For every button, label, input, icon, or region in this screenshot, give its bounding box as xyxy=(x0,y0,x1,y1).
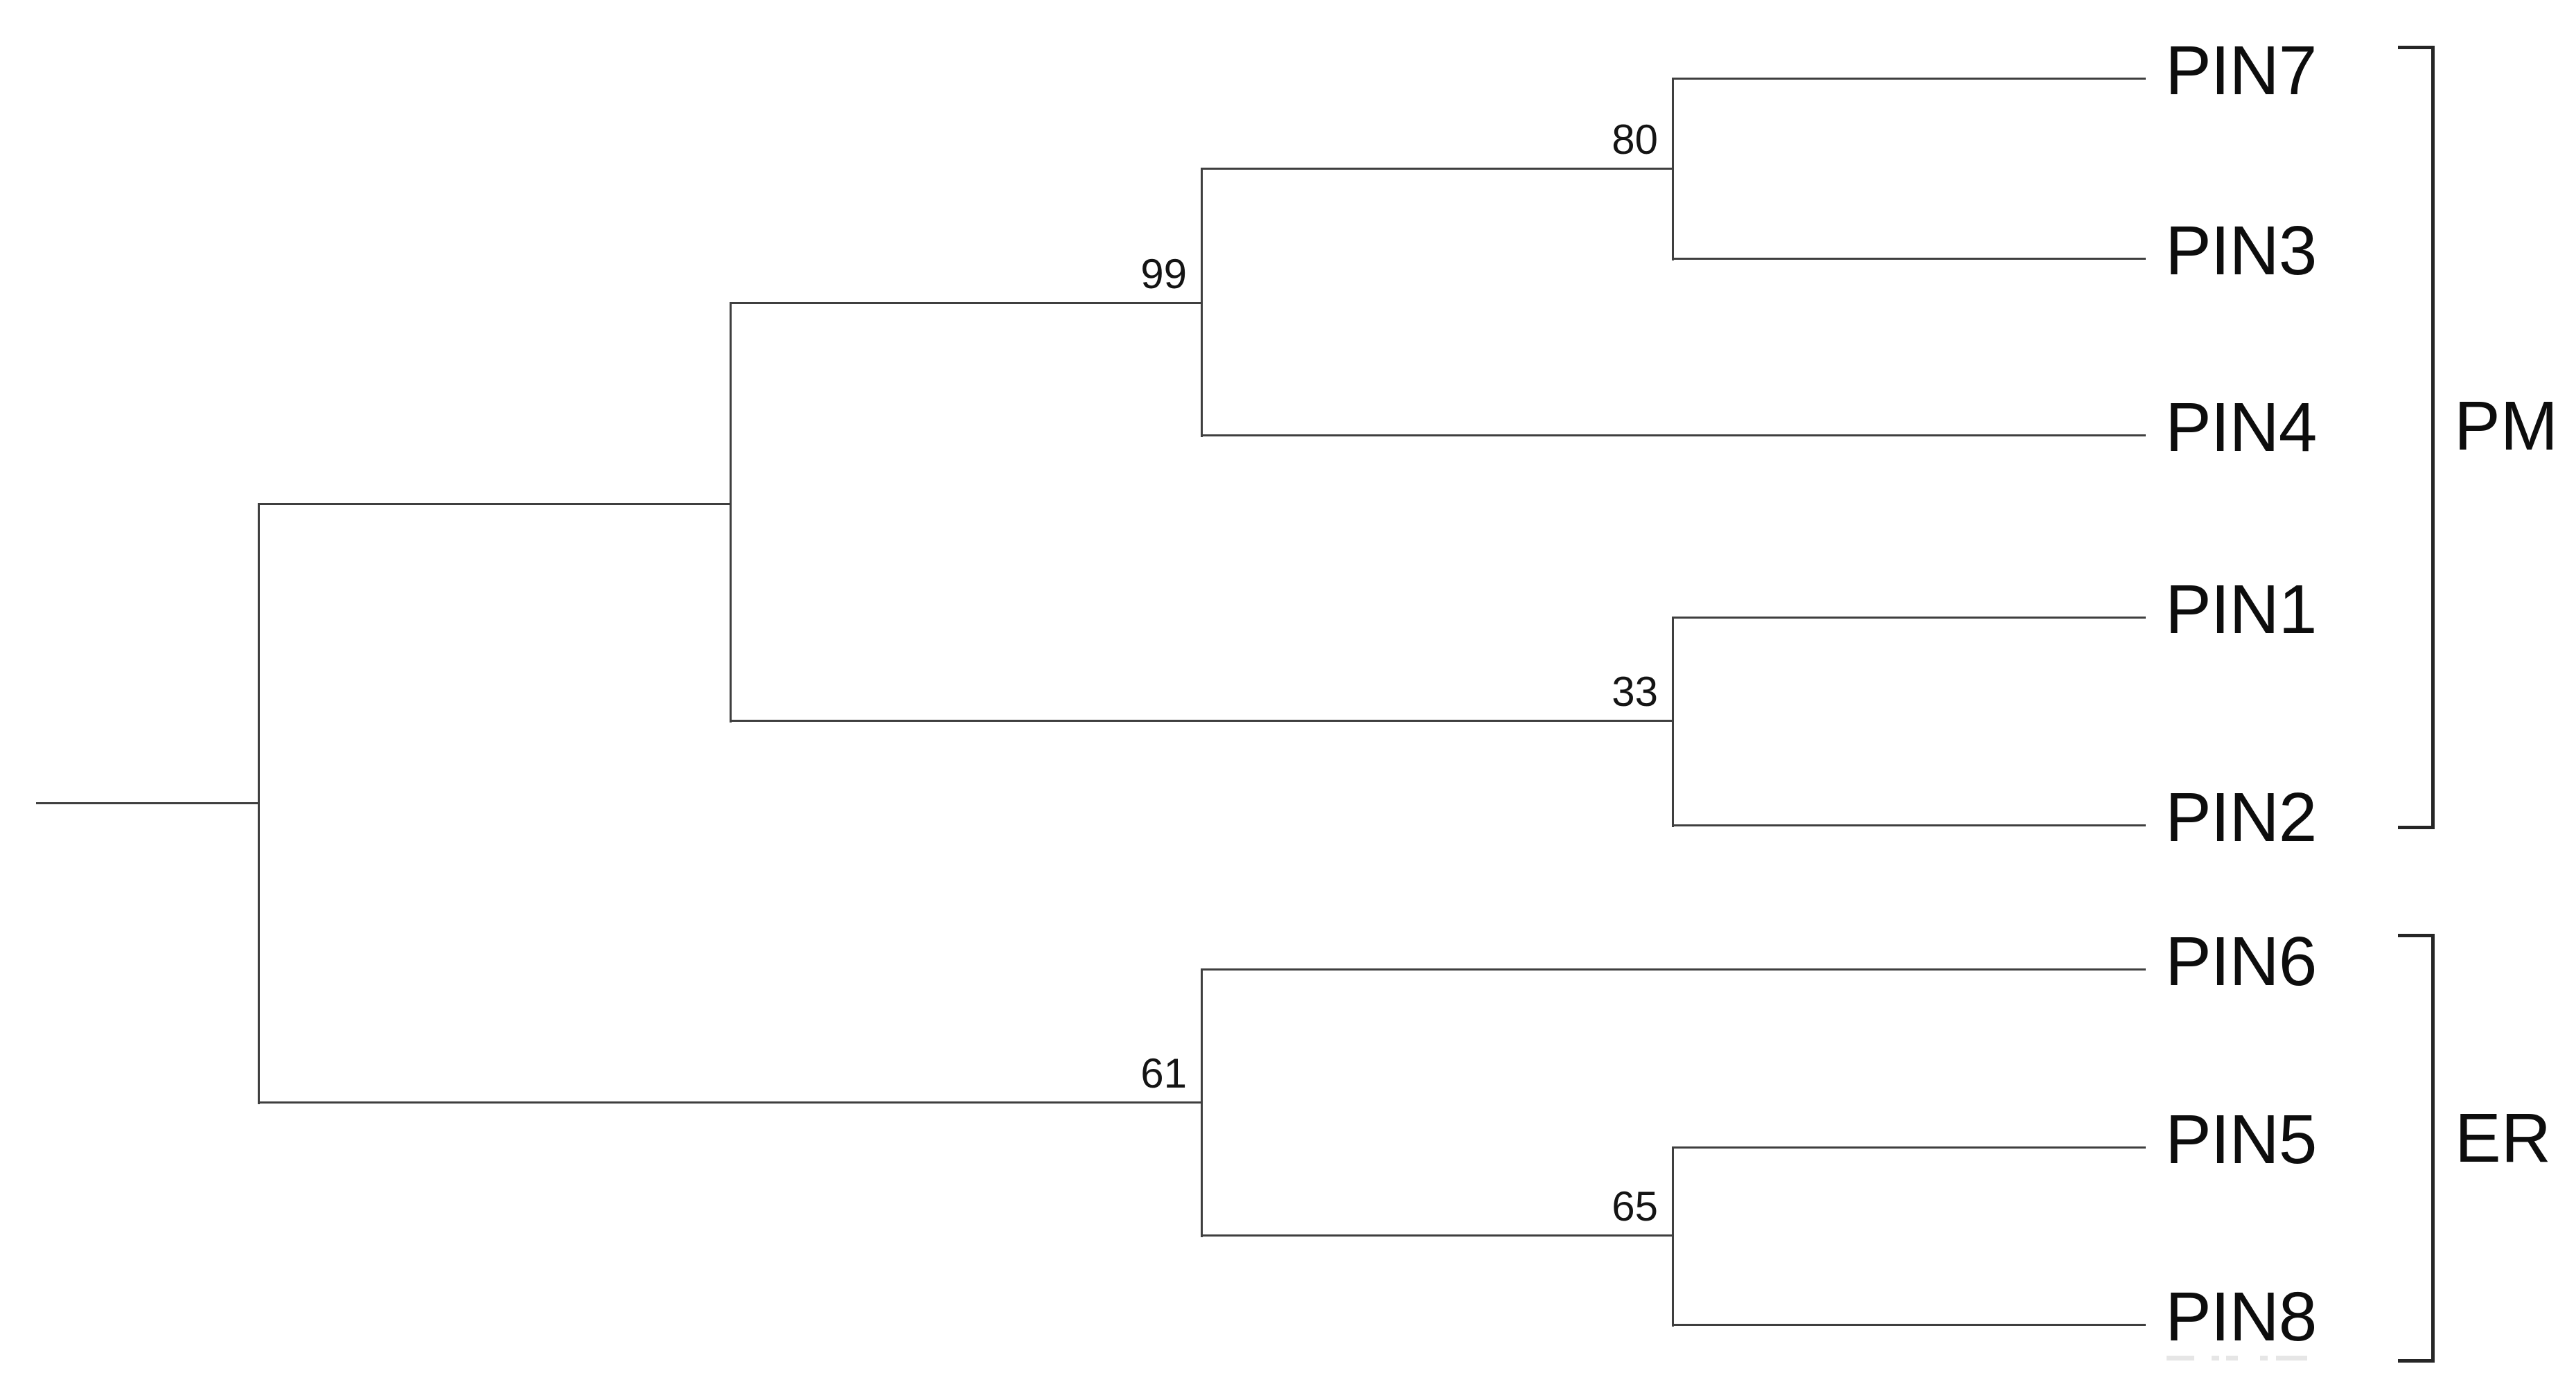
er-bracket-line xyxy=(2431,934,2435,1363)
cropped-label-remnant-segment xyxy=(2226,1356,2238,1361)
root-stub-branch xyxy=(36,802,258,804)
branch-pin7 xyxy=(1672,78,2146,80)
er-bracket-tick-bottom xyxy=(2398,1359,2435,1363)
support-label-65: 65 xyxy=(1612,1183,1658,1230)
branch-to-node33 xyxy=(730,720,1674,722)
clade-label-pm: PM xyxy=(2454,387,2558,465)
node99-vertical xyxy=(1201,168,1203,437)
branch-pin2 xyxy=(1672,824,2146,826)
branch-pin5 xyxy=(1672,1146,2146,1149)
cropped-label-remnant-segment xyxy=(2276,1356,2307,1361)
root-vertical xyxy=(258,503,260,1104)
node65-vertical xyxy=(1672,1146,1674,1327)
pm-clade-vertical xyxy=(730,302,732,723)
branch-pin6 xyxy=(1201,968,2146,971)
support-label-61: 61 xyxy=(1140,1050,1187,1097)
node80-vertical xyxy=(1672,78,1674,260)
branch-to-node80 xyxy=(1201,168,1674,170)
cropped-label-remnant-segment xyxy=(2212,1356,2219,1361)
pm-bracket-tick-bottom xyxy=(2398,826,2435,829)
support-label-80: 80 xyxy=(1612,116,1658,163)
support-label-33: 33 xyxy=(1612,668,1658,715)
node61-vertical xyxy=(1201,968,1203,1237)
leaf-label-pin7: PIN7 xyxy=(2165,32,2317,109)
pm-bracket-line xyxy=(2431,46,2435,829)
leaf-label-pin4: PIN4 xyxy=(2165,389,2317,466)
leaf-label-pin5: PIN5 xyxy=(2165,1101,2317,1178)
leaf-label-pin1: PIN1 xyxy=(2165,571,2317,648)
node33-vertical xyxy=(1672,617,1674,827)
leaf-label-pin2: PIN2 xyxy=(2165,779,2317,856)
er-clade-branch xyxy=(258,1101,1203,1104)
branch-to-node99 xyxy=(730,302,1203,304)
pm-clade-branch xyxy=(258,503,732,505)
leaf-label-pin8: PIN8 xyxy=(2165,1278,2317,1356)
cropped-label-remnant-segment xyxy=(2260,1356,2268,1361)
branch-to-node65 xyxy=(1201,1234,1674,1237)
clade-label-er: ER xyxy=(2455,1099,2551,1177)
leaf-label-pin6: PIN6 xyxy=(2165,923,2317,1000)
er-bracket-tick-top xyxy=(2398,934,2435,937)
support-label-99: 99 xyxy=(1140,251,1187,297)
branch-pin8 xyxy=(1672,1324,2146,1326)
pm-bracket-tick-top xyxy=(2398,46,2435,49)
cropped-label-remnant-segment xyxy=(2167,1356,2194,1361)
branch-pin1 xyxy=(1672,617,2146,619)
leaf-label-pin3: PIN3 xyxy=(2165,212,2317,290)
branch-pin3 xyxy=(1672,258,2146,260)
branch-pin4 xyxy=(1201,434,2146,436)
